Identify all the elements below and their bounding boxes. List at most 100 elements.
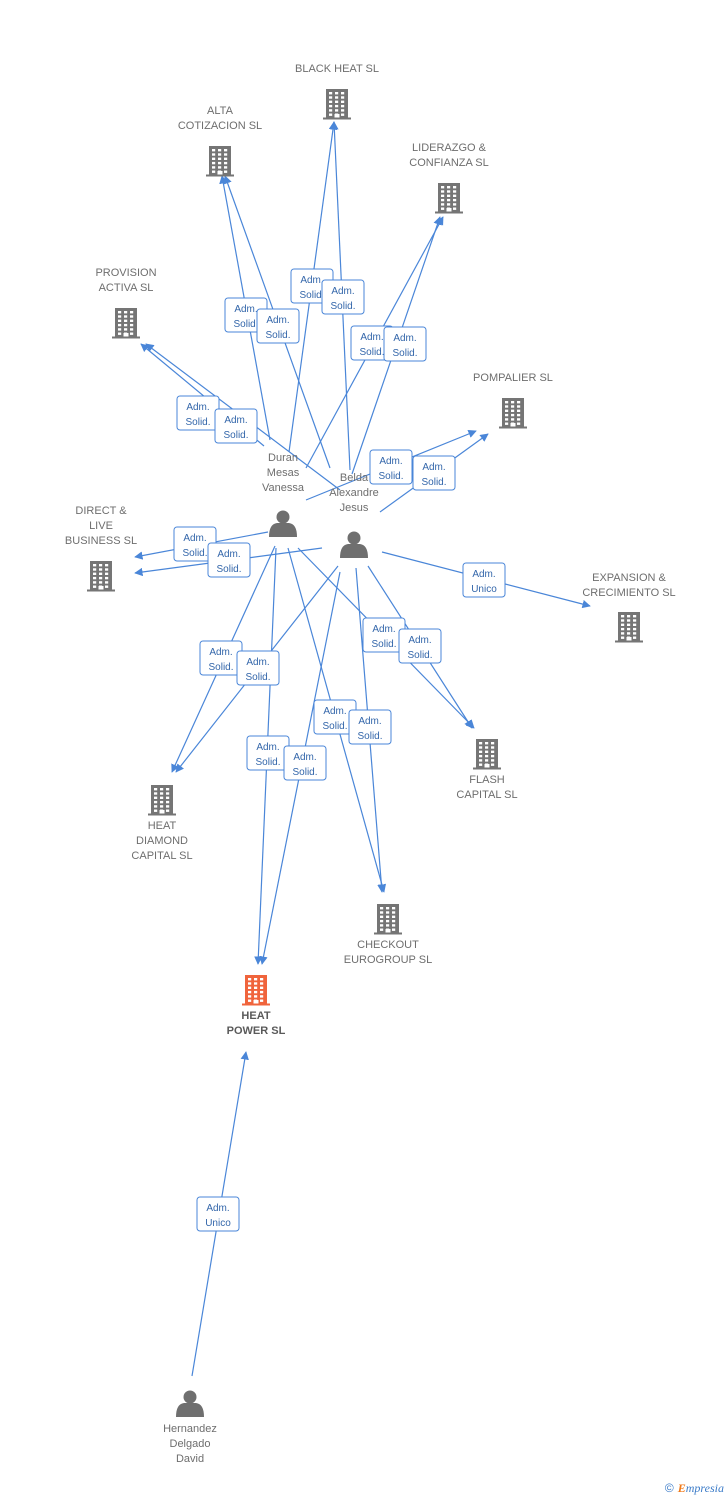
node-pompalier[interactable]: POMPALIER SL bbox=[473, 372, 553, 429]
relation-label-text: Adm. bbox=[246, 657, 269, 668]
relation-label-text: Solid. bbox=[292, 767, 317, 778]
relation-label-text: Adm. bbox=[323, 706, 346, 717]
node-label-line: POWER SL bbox=[227, 1025, 286, 1037]
relation-label-text: Solid. bbox=[378, 471, 403, 482]
relation-label-text: Solid. bbox=[407, 650, 432, 661]
node-label-line: CAPITAL SL bbox=[456, 789, 517, 801]
relation-label[interactable]: Adm.Solid. bbox=[321, 279, 365, 315]
relation-label-text: Adm. bbox=[209, 647, 232, 658]
relation-label-box bbox=[196, 1196, 240, 1232]
node-alta[interactable]: ALTA COTIZACION SL bbox=[178, 105, 262, 177]
node-flash[interactable]: FLASH CAPITAL SL bbox=[456, 739, 518, 801]
relation-label-text: Adm. bbox=[234, 304, 257, 315]
relation-label[interactable]: Adm. Solid. bbox=[412, 455, 456, 491]
node-label-line: Alexandre bbox=[329, 487, 379, 499]
relation-label[interactable]: Adm.Unico bbox=[196, 1196, 240, 1232]
relation-label[interactable]: Adm. Solid. bbox=[256, 308, 300, 344]
relation-label[interactable]: Adm.Solid. bbox=[369, 449, 413, 485]
node-black_heat[interactable]: BLACK HEAT SL bbox=[295, 63, 379, 120]
relation-label-text: Adm. bbox=[217, 549, 240, 560]
node-label-line: CAPITAL SL bbox=[131, 850, 192, 862]
relation-label-text: Adm. bbox=[422, 462, 445, 473]
relation-label[interactable]: Adm.Solid. bbox=[214, 408, 258, 444]
person-icon bbox=[340, 531, 368, 558]
company-building-icon bbox=[374, 904, 402, 935]
relation-label-text: Solid. bbox=[371, 639, 396, 650]
node-label-line: DIRECT & bbox=[75, 505, 127, 517]
relation-label-text: Adm. bbox=[331, 286, 354, 297]
node-label-line: LIVE bbox=[89, 520, 113, 532]
relation-label[interactable]: Adm.Unico bbox=[462, 562, 506, 598]
node-label-line: HEAT bbox=[148, 820, 177, 832]
relation-label[interactable]: Adm.Solid. bbox=[199, 640, 243, 676]
copyright-symbol: © bbox=[664, 1481, 674, 1495]
node-label-line: Belda bbox=[340, 472, 369, 484]
node-label-line: HEAT bbox=[241, 1010, 270, 1022]
node-label-line: Duran bbox=[268, 452, 298, 464]
relation-label-text: Solid. bbox=[357, 731, 382, 742]
relation-label-box bbox=[207, 542, 251, 578]
node-label-line: Jesus bbox=[340, 502, 369, 514]
relation-label[interactable]: Adm.Solid. bbox=[398, 628, 442, 664]
node-label-line: ALTA bbox=[207, 105, 234, 117]
relation-label-box bbox=[412, 455, 456, 491]
relation-label-text: Solid. bbox=[245, 672, 270, 683]
relation-label[interactable]: Adm.Solid. bbox=[246, 735, 290, 771]
node-label-line: PROVISION bbox=[95, 267, 156, 279]
relation-label-text: Adm. bbox=[186, 402, 209, 413]
relation-label[interactable]: Adm. Solid. bbox=[348, 709, 392, 745]
relation-label[interactable]: Adm.Solid. bbox=[283, 745, 327, 781]
relation-label-text: Adm. bbox=[183, 533, 206, 544]
node-label-line: Vanessa bbox=[262, 482, 305, 494]
node-label-line: LIDERAZGO & bbox=[412, 142, 487, 154]
node-label-line: ACTIVA SL bbox=[99, 282, 154, 294]
relation-label-text: Adm. bbox=[266, 315, 289, 326]
node-liderazgo[interactable]: LIDERAZGO &CONFIANZA SL bbox=[409, 142, 489, 214]
node-label-line: David bbox=[176, 1453, 204, 1465]
node-expansion[interactable]: EXPANSION &CRECIMIENTO SL bbox=[582, 572, 676, 643]
relation-label-box bbox=[236, 650, 280, 686]
relation-label-text: Adm. bbox=[358, 716, 381, 727]
company-building-icon bbox=[435, 183, 463, 214]
relation-label[interactable]: Adm.Solid. bbox=[362, 617, 406, 653]
relation-label-text: Unico bbox=[205, 1218, 231, 1229]
relation-label[interactable]: Adm. Solid. bbox=[176, 395, 220, 431]
node-label-line: CHECKOUT bbox=[357, 939, 419, 951]
empresia-watermark[interactable]: ©Empresia bbox=[665, 1481, 724, 1496]
relation-label-text: Solid. bbox=[359, 347, 384, 358]
relation-label-text: Solid. bbox=[299, 290, 324, 301]
node-provision[interactable]: PROVISION ACTIVA SL bbox=[95, 267, 157, 339]
company-building-icon bbox=[112, 308, 140, 339]
node-label-line: Mesas bbox=[267, 467, 300, 479]
node-label-line: FLASH bbox=[469, 774, 505, 786]
relation-label-text: Adm. bbox=[256, 742, 279, 753]
node-label-line: COTIZACION SL bbox=[178, 120, 262, 132]
relation-label-box bbox=[321, 279, 365, 315]
relation-label-text: Solid. bbox=[223, 430, 248, 441]
relation-label[interactable]: Adm. Solid. bbox=[236, 650, 280, 686]
relation-label[interactable]: Adm. Solid. bbox=[207, 542, 251, 578]
node-label-line: BLACK HEAT SL bbox=[295, 63, 379, 75]
node-label-line: POMPALIER SL bbox=[473, 372, 553, 384]
relation-label-text: Solid. bbox=[216, 564, 241, 575]
company-building-icon bbox=[615, 612, 643, 643]
person-icon bbox=[269, 510, 297, 537]
relation-label-text: Adm. bbox=[472, 569, 495, 580]
relation-label-text: Solid. bbox=[185, 417, 210, 428]
company-building-icon bbox=[206, 146, 234, 177]
relation-label-text: Solid. bbox=[421, 477, 446, 488]
relation-label-box bbox=[398, 628, 442, 664]
relation-label[interactable]: Adm.Solid. bbox=[383, 326, 427, 362]
company-building-icon bbox=[148, 785, 176, 816]
relation-label-text: Solid. bbox=[265, 330, 290, 341]
relation-label-text: Adm. bbox=[393, 333, 416, 344]
focus-company-building-icon bbox=[242, 975, 270, 1006]
node-heat_power[interactable]: HEAT POWER SL bbox=[227, 975, 286, 1037]
